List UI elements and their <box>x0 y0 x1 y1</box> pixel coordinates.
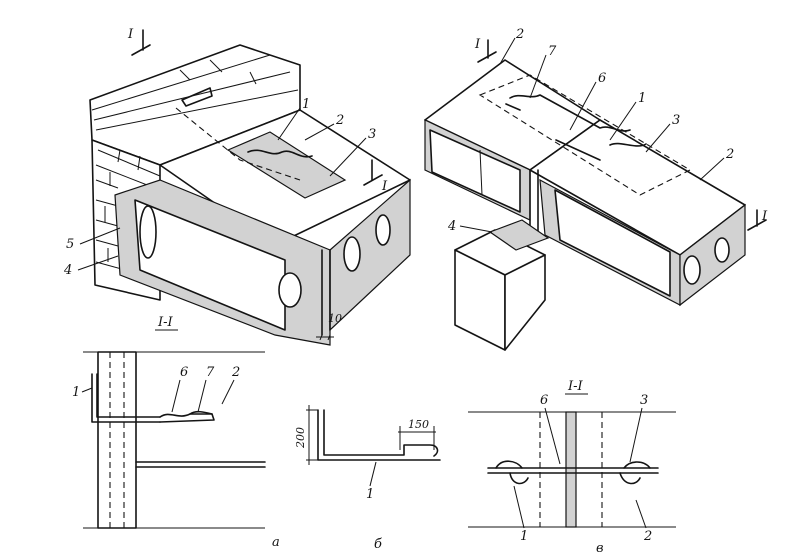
svg-text:I: I <box>381 179 388 194</box>
svg-text:1: 1 <box>638 91 646 106</box>
sub-label-b: б <box>374 537 382 552</box>
support-pier <box>454 219 550 351</box>
section-b: 200 150 1 б <box>294 405 441 552</box>
svg-text:1: 1 <box>302 97 310 112</box>
anchor-and-mortar <box>175 87 347 199</box>
svg-text:6: 6 <box>540 393 548 408</box>
svg-text:2: 2 <box>515 27 524 42</box>
svg-text:5: 5 <box>66 237 74 252</box>
svg-text:200: 200 <box>294 427 307 449</box>
section-marker-upper: I <box>127 27 151 56</box>
svg-text:2: 2 <box>231 365 240 380</box>
svg-text:1: 1 <box>72 385 80 400</box>
svg-text:2: 2 <box>725 147 734 162</box>
section-marker-lower: I <box>363 159 388 194</box>
svg-text:1: 1 <box>366 487 374 502</box>
right-slab <box>529 119 746 307</box>
svg-text:4: 4 <box>447 219 456 234</box>
section-a: I-I 1 6 7 2 а <box>72 315 280 550</box>
callouts-top-left: 1 2 3 5 4 <box>63 97 376 278</box>
sub-label-a: а <box>272 535 280 550</box>
section-marker-tr-lower: I <box>747 209 768 231</box>
svg-text:I: I <box>474 37 481 52</box>
svg-text:6: 6 <box>180 365 188 380</box>
svg-text:2: 2 <box>335 113 344 128</box>
sub-label-v: в <box>596 541 604 556</box>
svg-text:7: 7 <box>548 44 557 59</box>
svg-text:1: 1 <box>520 529 528 544</box>
support-joint-view: I I 2 7 6 1 3 2 4 <box>424 27 768 351</box>
svg-text:3: 3 <box>640 393 648 408</box>
svg-text:10: 10 <box>328 312 342 325</box>
svg-text:7: 7 <box>206 365 215 380</box>
wall-anchor-view: I I 10 1 2 3 5 4 <box>63 27 411 346</box>
svg-text:4: 4 <box>63 263 72 278</box>
callouts-top-right: 2 7 6 1 3 2 4 <box>447 27 734 234</box>
svg-text:I: I <box>761 209 768 224</box>
anchor-plate <box>478 74 692 196</box>
section-marker-tr-upper: I <box>474 37 497 63</box>
section-v: I-I 6 3 1 2 в <box>468 379 676 556</box>
svg-text:150: 150 <box>408 418 429 431</box>
svg-text:3: 3 <box>368 127 376 142</box>
gap-dimension: 10 <box>316 312 342 341</box>
svg-text:3: 3 <box>672 113 680 128</box>
svg-text:I: I <box>127 27 134 42</box>
section-title-left: I-I <box>157 315 174 330</box>
svg-text:2: 2 <box>643 529 652 544</box>
svg-text:6: 6 <box>598 71 606 86</box>
section-title-right: I-I <box>567 379 584 394</box>
